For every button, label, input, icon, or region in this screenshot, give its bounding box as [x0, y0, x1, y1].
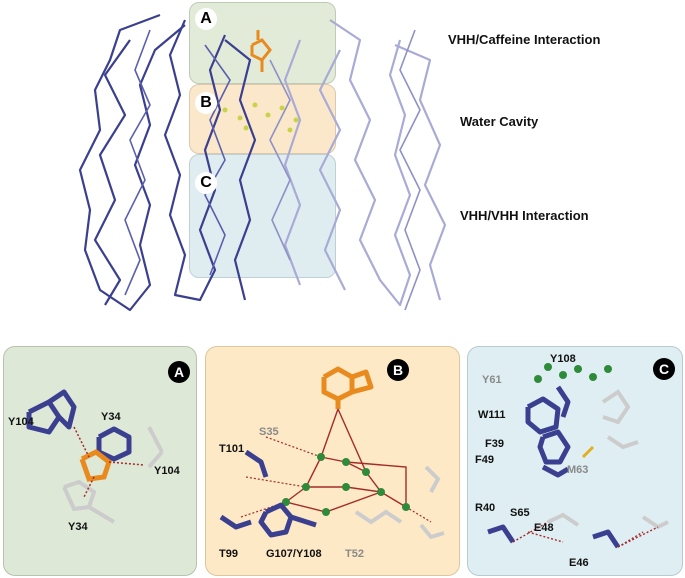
panel-a-structure	[26, 389, 164, 524]
protein-backbone-trace	[78, 13, 447, 312]
panel-b-label-t101: T101	[219, 443, 245, 455]
panel-a-label-y34-bottom: Y34	[68, 521, 88, 533]
panel-c-label-m63: M63	[567, 464, 589, 476]
panel-a-label-y104-right: Y104	[154, 465, 180, 477]
panel-c-label-w111: W111	[478, 409, 506, 421]
panel-c-label-r40: R40	[475, 502, 496, 514]
panel-c: C Y108 Y61 W111 F39 F49 M63 R40 S65 E48 …	[467, 346, 683, 576]
panel-b-structure	[219, 366, 445, 540]
panel-c-label-s65: S65	[510, 507, 530, 519]
panel-a-label-y34-top: Y34	[101, 411, 121, 423]
panel-b-label-g107-y108: G107/Y108	[266, 548, 322, 560]
panel-a-badge: A	[168, 361, 190, 383]
panel-a: A Y104 Y34 Y104 Y34	[3, 346, 197, 576]
panel-c-structure	[487, 363, 669, 549]
panel-c-label-f49: F49	[475, 454, 494, 466]
region-label-b: Water Cavity	[460, 114, 539, 129]
panel-b: B S35 T101 T99 G107/Y108 T52	[205, 346, 460, 576]
caffeine-molecule-icon	[250, 30, 272, 72]
water-molecules	[222, 102, 299, 133]
protein-structure-overview: A B C VHH/Caffeine Interaction Water Cav…	[78, 2, 601, 312]
panel-c-label-y108: Y108	[550, 353, 576, 365]
region-label-a: VHH/Caffeine Interaction	[448, 32, 601, 47]
panel-b-label-t99: T99	[219, 548, 238, 560]
panel-a-label-y104-left: Y104	[8, 416, 34, 428]
panel-b-water-icons	[282, 453, 410, 516]
panel-c-label-y61: Y61	[482, 374, 502, 386]
panel-b-badge: B	[387, 359, 409, 381]
region-badge-c: C	[195, 172, 217, 194]
panel-b-label-s35: S35	[259, 426, 279, 438]
panel-c-label-e48: E48	[534, 522, 554, 534]
panel-b-label-t52: T52	[345, 548, 364, 560]
panel-c-label-f39: F39	[485, 438, 504, 450]
region-badge-a: A	[195, 8, 217, 30]
region-badge-b: B	[195, 92, 217, 114]
panel-c-water-icons	[534, 363, 612, 383]
panel-c-label-e46: E46	[569, 557, 589, 569]
region-label-c: VHH/VHH Interaction	[460, 208, 589, 223]
panel-c-badge: C	[653, 358, 675, 380]
